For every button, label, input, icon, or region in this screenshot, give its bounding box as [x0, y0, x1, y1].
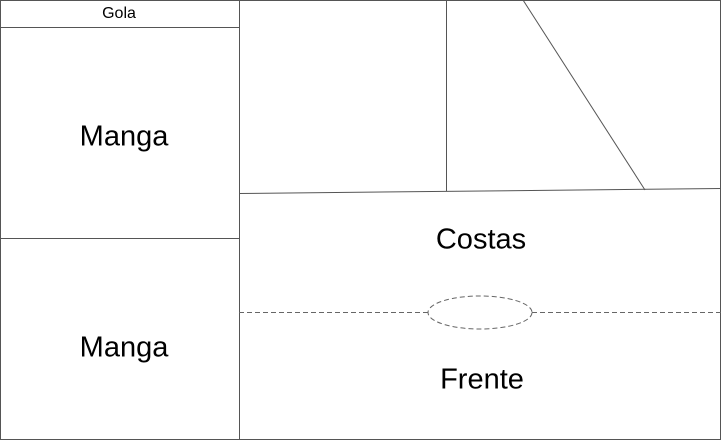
- diagonal-cut-line: [522, 0, 646, 191]
- front-label: Frente: [440, 363, 524, 396]
- neck-opening-ellipse: [427, 295, 533, 330]
- back-label: Costas: [435, 223, 527, 256]
- body-top-divider: [238, 188, 722, 194]
- collar-label: Gola: [102, 5, 136, 22]
- sleeve-bottom-label: Manga: [79, 331, 169, 364]
- sleeve-top-label: Manga: [79, 120, 169, 153]
